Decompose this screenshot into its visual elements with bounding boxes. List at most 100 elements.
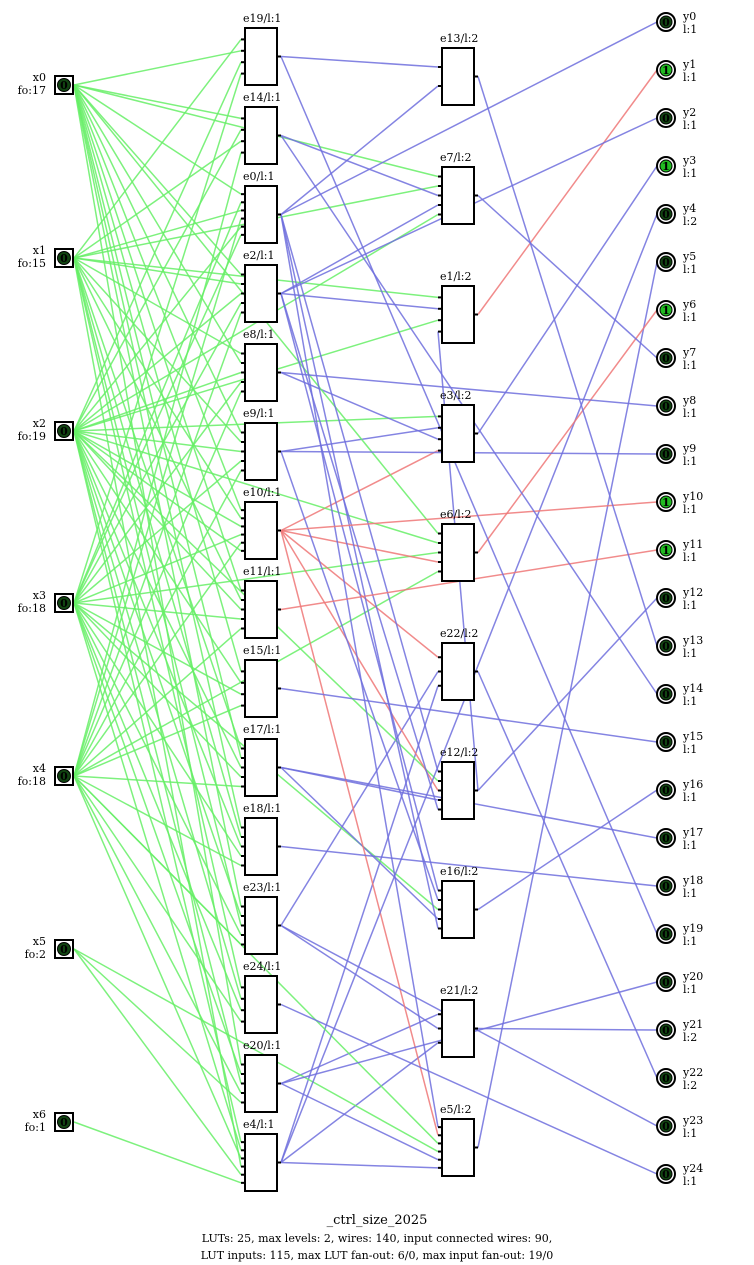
lut-box: [441, 166, 475, 225]
lut-block: e8/l:1: [241, 328, 281, 402]
output-pin-level: l:1: [683, 263, 697, 276]
lut-block: e9/l:1: [241, 407, 281, 481]
output-pin-level: l:1: [683, 167, 697, 180]
output-pin-level: l:1: [683, 119, 697, 132]
input-pin-led: [57, 1115, 71, 1129]
lut-label: e23/l:1: [243, 881, 281, 894]
wire: [280, 214, 439, 929]
output-pin-led: [659, 543, 673, 557]
input-pin-led: [57, 769, 71, 783]
wire: [73, 602, 242, 778]
wire: [280, 451, 439, 901]
output-pin-level: l:1: [683, 743, 697, 756]
input-pin-fanout: fo:2: [25, 948, 46, 961]
wire: [73, 775, 242, 1023]
lut-block: e4/l:1: [241, 1118, 281, 1192]
output-pin-value: 0: [662, 400, 670, 413]
lut-block: e23/l:1: [241, 881, 281, 955]
wire: [73, 84, 242, 364]
wire: [73, 312, 242, 777]
lut-block: e1/l:2: [438, 270, 478, 344]
output-pin-led: [659, 399, 673, 413]
output-pin-led: [659, 879, 673, 893]
input-pin-name: x6: [33, 1108, 46, 1121]
lut-label: e0/l:1: [243, 170, 274, 183]
output-pin-value: 0: [662, 1072, 670, 1085]
output-pin-level: l:2: [683, 1079, 697, 1092]
lut-box: [244, 580, 278, 639]
input-pin-fanout: fo:18: [18, 602, 46, 615]
wire: [280, 1003, 658, 1175]
input-pin-led: [57, 424, 71, 438]
output-pin-level: l:1: [683, 311, 697, 324]
wire: [477, 1027, 658, 1031]
output-pin-name: y17: [682, 826, 703, 839]
input-pin-name: x2: [33, 417, 46, 430]
wire: [280, 204, 439, 295]
wire: [280, 371, 439, 440]
lut-block: e20/l:1: [241, 1039, 281, 1113]
wire: [280, 214, 439, 1128]
output-pin-value: 1: [662, 496, 670, 509]
output-pin-led: [659, 111, 673, 125]
output-pin-led: [659, 639, 673, 653]
wire: [73, 948, 439, 1153]
wire: [73, 257, 242, 988]
lut-label: e24/l:1: [243, 960, 281, 973]
lut-box: [244, 106, 278, 165]
output-pin-level: l:1: [683, 887, 697, 900]
wire: [73, 257, 242, 1167]
lut-box: [441, 1118, 475, 1177]
wire: [280, 21, 658, 216]
output-pin-value: 0: [662, 448, 670, 461]
lut-label: e18/l:1: [243, 802, 281, 815]
stats-line-1: LUTs: 25, max levels: 2, wires: 140, inp…: [201, 1232, 553, 1245]
input-pin-value: 0: [60, 943, 68, 956]
lut-label: e22/l:2: [440, 627, 478, 640]
input-pin-value: 0: [60, 1116, 68, 1129]
output-pin-value: 0: [662, 208, 670, 221]
wire: [73, 602, 242, 1151]
wire: [73, 430, 242, 528]
wire: [73, 460, 242, 604]
lut-label: e16/l:2: [440, 865, 478, 878]
input-pin-value: 0: [60, 425, 68, 438]
output-pin-led: [659, 1023, 673, 1037]
wire: [73, 775, 242, 788]
wire: [73, 551, 439, 604]
wire: [280, 530, 439, 1136]
output-pin-led: [659, 783, 673, 797]
wire: [280, 530, 439, 791]
wire: [280, 501, 658, 532]
output-pin-led: [659, 255, 673, 269]
output-pin-level: l:1: [683, 839, 697, 852]
wire: [73, 391, 242, 777]
lut-block: e13/l:2: [438, 32, 478, 106]
wire: [280, 293, 439, 891]
output-pin-value: 0: [662, 880, 670, 893]
lut-label: e14/l:1: [243, 91, 281, 104]
lut-label: e3/l:2: [440, 389, 471, 402]
output-pin-name: y24: [682, 1162, 703, 1175]
output-pin-name: y2: [682, 106, 696, 119]
wire: [73, 602, 242, 1075]
wire: [73, 627, 242, 777]
wire: [73, 84, 242, 120]
output-pin-led: [659, 15, 673, 29]
input-pin-name: x1: [33, 244, 46, 257]
input-pin-fanout: fo:1: [25, 1121, 46, 1134]
output-pin-name: y9: [682, 442, 696, 455]
wire: [73, 533, 242, 604]
output-pin-value: 0: [662, 640, 670, 653]
output-pin-value: 0: [662, 832, 670, 845]
